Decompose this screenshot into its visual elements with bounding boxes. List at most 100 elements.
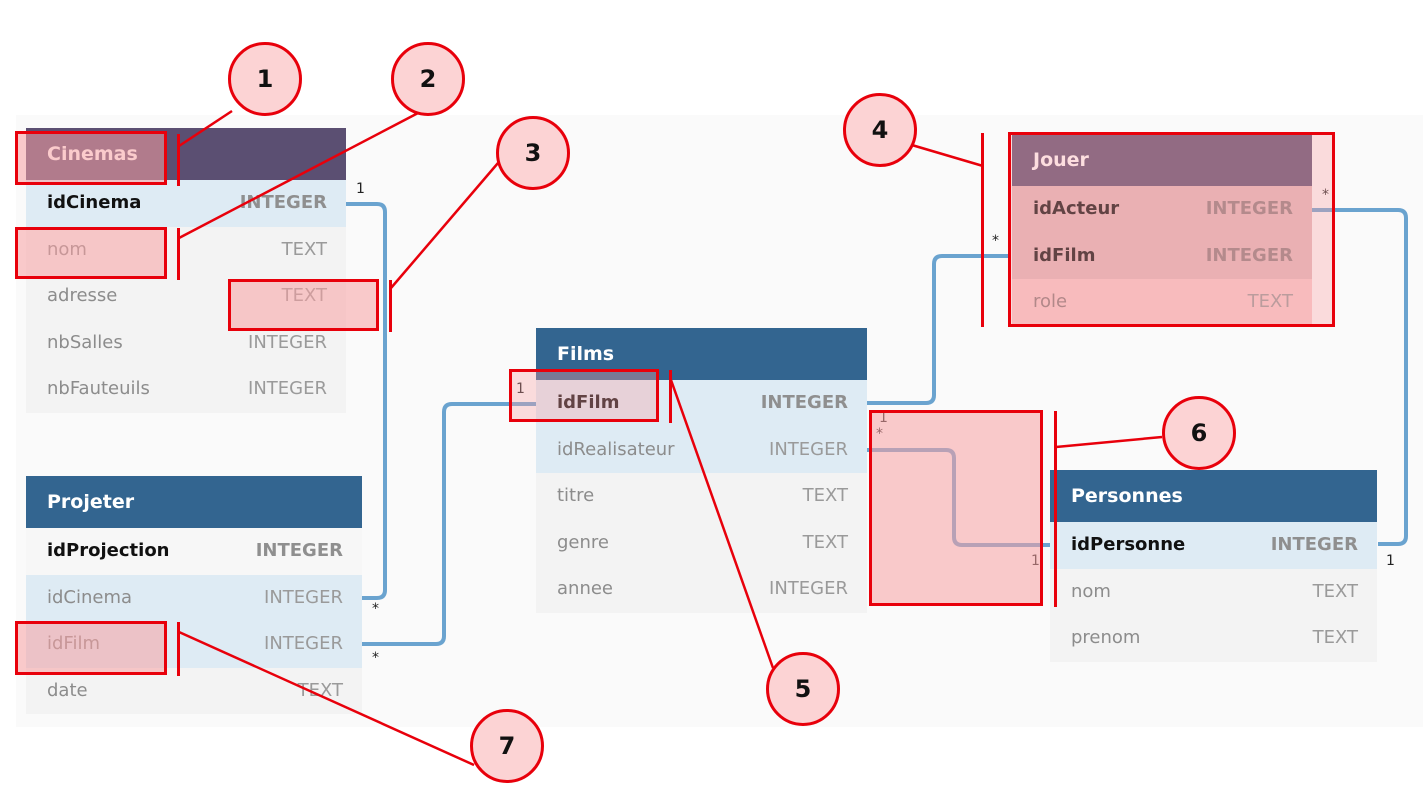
field-name: idPersonne xyxy=(1071,534,1186,555)
field-type: INTEGER xyxy=(1205,244,1293,266)
field-type: INTEGER xyxy=(1205,198,1293,219)
table-header: Jouer xyxy=(1012,134,1312,186)
field-row: genre TEXT xyxy=(536,519,867,566)
annotation-bar xyxy=(177,622,180,676)
annotation-bar xyxy=(981,133,984,327)
annotation-bar xyxy=(177,228,180,280)
field-type: INTEGER xyxy=(1270,534,1358,555)
field-row: idFilm INTEGER xyxy=(1012,232,1312,279)
leader-line xyxy=(1055,435,1163,449)
link-cinemas-projeter xyxy=(346,202,387,600)
annotation-bar xyxy=(669,370,672,423)
field-row: prenom TEXT xyxy=(1050,615,1377,662)
cardinality-label: * xyxy=(372,601,379,617)
field-name: titre xyxy=(557,485,595,506)
highlight-relationship xyxy=(869,410,1043,606)
cardinality-label: * xyxy=(1322,187,1329,203)
field-name: genre xyxy=(557,531,609,553)
field-type: INTEGER xyxy=(769,578,848,599)
field-name: idFilm xyxy=(1033,244,1096,266)
field-type: TEXT xyxy=(802,531,848,553)
field-row: idActeur INTEGER xyxy=(1012,186,1312,233)
field-type: TEXT xyxy=(1312,627,1358,648)
field-name: idRealisateur xyxy=(557,438,675,460)
field-name: adresse xyxy=(47,285,118,306)
field-row: date TEXT xyxy=(26,667,362,714)
field-type: INTEGER xyxy=(264,586,343,608)
leader-line xyxy=(178,630,475,767)
callout-number: 4 xyxy=(843,93,917,167)
field-type: INTEGER xyxy=(239,192,327,213)
leader-line xyxy=(178,109,233,148)
field-row: nom TEXT xyxy=(1050,568,1377,615)
field-name: idCinema xyxy=(47,192,142,213)
field-type: INTEGER xyxy=(760,392,848,413)
field-name: role xyxy=(1033,291,1068,312)
callout-number: 1 xyxy=(228,42,302,116)
field-name: nbSalles xyxy=(47,331,123,353)
highlight-field-name xyxy=(15,227,167,279)
table-header: Projeter xyxy=(26,476,362,528)
field-type: INTEGER xyxy=(248,331,327,353)
field-row: idFilm INTEGER xyxy=(536,380,867,427)
link-films-jouer xyxy=(867,254,1010,405)
annotation-bar xyxy=(177,134,180,186)
field-type: TEXT xyxy=(297,679,343,701)
callout-number: 3 xyxy=(496,116,570,190)
callout-number: 6 xyxy=(1162,396,1236,470)
field-row: nbFauteuils INTEGER xyxy=(26,366,346,413)
field-name: prenom xyxy=(1071,627,1141,648)
callout-number: 7 xyxy=(470,709,544,783)
field-type: INTEGER xyxy=(248,378,327,399)
field-name: nom xyxy=(1071,580,1111,602)
cardinality-label: 1 xyxy=(1386,553,1395,569)
link-jouer-personnes xyxy=(1312,208,1408,546)
cardinality-label: * xyxy=(992,233,999,249)
leader-line xyxy=(669,379,775,669)
field-name: nbFauteuils xyxy=(47,378,150,399)
field-row: idPersonne INTEGER xyxy=(1050,522,1377,569)
field-name: annee xyxy=(557,578,613,599)
leader-line xyxy=(178,110,421,240)
field-row: idCinema INTEGER xyxy=(26,180,346,227)
field-name: idCinema xyxy=(47,586,133,608)
field-type: TEXT xyxy=(1247,291,1293,312)
link-projeter-films xyxy=(362,402,536,646)
highlight-table-name xyxy=(15,131,167,185)
cardinality-label: * xyxy=(372,650,379,666)
field-type: INTEGER xyxy=(255,540,343,561)
highlight-association-table xyxy=(1008,132,1335,327)
field-type: INTEGER xyxy=(769,438,848,460)
table-header: Personnes xyxy=(1050,470,1377,522)
field-name: idProjection xyxy=(47,540,170,561)
field-name: date xyxy=(47,679,88,701)
field-type: TEXT xyxy=(281,238,327,260)
field-name: idFilm xyxy=(557,392,620,413)
callout-number: 5 xyxy=(766,652,840,726)
field-type: INTEGER xyxy=(264,633,343,654)
field-type: TEXT xyxy=(802,485,848,506)
field-row: titre TEXT xyxy=(536,473,867,520)
annotation-bar xyxy=(1054,411,1057,607)
field-type: TEXT xyxy=(1312,580,1358,602)
highlight-field-type xyxy=(228,279,379,331)
annotation-bar xyxy=(389,280,392,332)
leader-line xyxy=(904,141,984,168)
field-name: idActeur xyxy=(1033,198,1120,219)
field-row: role TEXT xyxy=(1012,279,1312,326)
field-row: annee INTEGER xyxy=(536,566,867,613)
field-row: idCinema INTEGER xyxy=(26,574,362,621)
cardinality-label: 1 xyxy=(516,381,525,397)
highlight-primary-key xyxy=(509,369,659,422)
field-row: idProjection INTEGER xyxy=(26,528,362,575)
callout-number: 2 xyxy=(391,42,465,116)
cardinality-label: 1 xyxy=(356,181,365,197)
leader-line xyxy=(390,162,499,289)
highlight-foreign-key xyxy=(15,621,167,675)
